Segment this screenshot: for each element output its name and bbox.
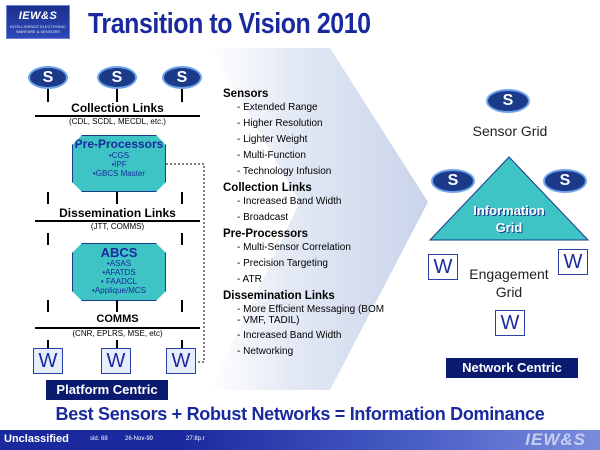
footer-bar: Unclassified sld. 68 26-Nov-99 27:8p.r I… — [0, 430, 600, 450]
weapon-node: W — [428, 254, 458, 280]
classification-label: Unclassified — [4, 433, 69, 445]
connector-line — [116, 89, 118, 102]
list-item: - More Efficient Messaging (BOM - VMF, T… — [237, 304, 385, 326]
list-item: - ATR — [237, 274, 262, 285]
divider — [35, 220, 200, 222]
list-item: - Technology Infusion — [237, 166, 332, 177]
connector-line — [116, 192, 118, 204]
engagement-grid-label: Engagement Grid — [469, 266, 549, 300]
list-item: - Increased Band Width — [237, 196, 342, 207]
slide-number: sld. 68 — [90, 436, 108, 442]
connector-line — [181, 233, 183, 245]
dissemination-links-title: Dissemination Links — [59, 206, 176, 220]
iews-logo: IEW&S INTELLIGENCE ELECTRONIC WARFARE & … — [6, 5, 70, 39]
divider — [35, 327, 200, 329]
sensor-node: S — [162, 66, 202, 89]
preprocessors-box: Pre-Processors •CGS •IPF •GBCS Master — [72, 135, 166, 192]
list-item: - Lighter Weight — [237, 134, 308, 145]
information-grid-line: Information — [473, 203, 545, 218]
list-item: - Multi-Sensor Correlation — [237, 242, 351, 253]
connector-line — [181, 300, 183, 312]
divider — [35, 115, 200, 117]
connector-line — [47, 300, 49, 312]
weapon-node: W — [166, 348, 196, 374]
weapon-node: W — [33, 348, 63, 374]
comms-title: COMMS — [96, 313, 139, 325]
list-item: - Increased Band Width — [237, 330, 342, 341]
sensor-node: S — [431, 169, 475, 193]
abcs-item: •AFATDS — [102, 268, 136, 277]
comms-sub: (CNR, EPLRS, MSE, etc) — [72, 329, 163, 338]
connector-line — [181, 89, 183, 102]
logo-text: IEW&S — [18, 10, 58, 22]
list-item: - Multi-Function — [237, 150, 306, 161]
sensor-node: S — [97, 66, 137, 89]
page-title: Transition to Vision 2010 — [88, 8, 371, 40]
information-grid-label: Information Grid — [446, 202, 572, 236]
list-item: - Precision Targeting — [237, 258, 328, 269]
section-heading: Dissemination Links — [223, 290, 335, 302]
tagline: Best Sensors + Robust Networks = Informa… — [55, 404, 545, 424]
weapon-node: W — [558, 249, 588, 275]
collection-links-title: Collection Links — [71, 101, 164, 115]
abcs-item: •Applique/MCS — [92, 286, 146, 295]
section-heading: Sensors — [223, 88, 269, 100]
collection-links-sub: (CDL, SCDL, MECDL, etc.) — [69, 117, 166, 126]
weapon-node: W — [495, 310, 525, 336]
section-heading: Collection Links — [223, 182, 312, 194]
connector-line — [47, 233, 49, 245]
connector-line — [116, 340, 118, 348]
footer-time: 27:8p.r — [186, 436, 205, 442]
abcs-box: ABCS •ASAS •AFATDS • FAADCL •Applique/MC… — [72, 243, 166, 301]
preprocessors-item: •IPF — [111, 160, 127, 169]
connector-line — [181, 340, 183, 348]
connector-line — [181, 192, 183, 204]
abcs-item: •ASAS — [106, 259, 132, 268]
preprocessors-item: •GBCS Master — [92, 169, 146, 178]
sensor-node: S — [28, 66, 68, 89]
footer-date: 26-Nov-99 — [125, 436, 154, 442]
list-item: - Broadcast — [237, 212, 289, 223]
weapon-node: W — [101, 348, 131, 374]
sensor-node: S — [543, 169, 587, 193]
improvements-list: Sensors - Extended Range - Higher Resolu… — [223, 86, 387, 360]
connector-line — [47, 89, 49, 102]
information-grid-line: Grid — [495, 220, 523, 235]
abcs-title: ABCS — [100, 245, 138, 260]
dissemination-links-sub: (JTT, COMMS) — [90, 222, 145, 231]
list-item: - Networking — [237, 346, 294, 357]
sensor-grid-label: Sensor Grid — [472, 123, 548, 139]
connector-line — [116, 300, 118, 312]
list-item: - Higher Resolution — [237, 118, 323, 129]
network-centric-banner: Network Centric — [446, 358, 578, 378]
logo-subtext: INTELLIGENCE ELECTRONIC WARFARE & SENSOR… — [10, 24, 66, 34]
connector-line — [47, 192, 49, 204]
footer-brand: IEW&S — [525, 430, 586, 449]
connector-line — [47, 340, 49, 348]
sensor-node: S — [486, 89, 530, 113]
list-item: - Extended Range — [237, 102, 318, 113]
preprocessors-item: •CGS — [108, 151, 130, 160]
section-heading: Pre-Processors — [223, 228, 309, 240]
abcs-item: • FAADCL — [100, 277, 138, 286]
preprocessors-title: Pre-Processors — [74, 137, 164, 151]
platform-centric-banner: Platform Centric — [46, 380, 168, 400]
